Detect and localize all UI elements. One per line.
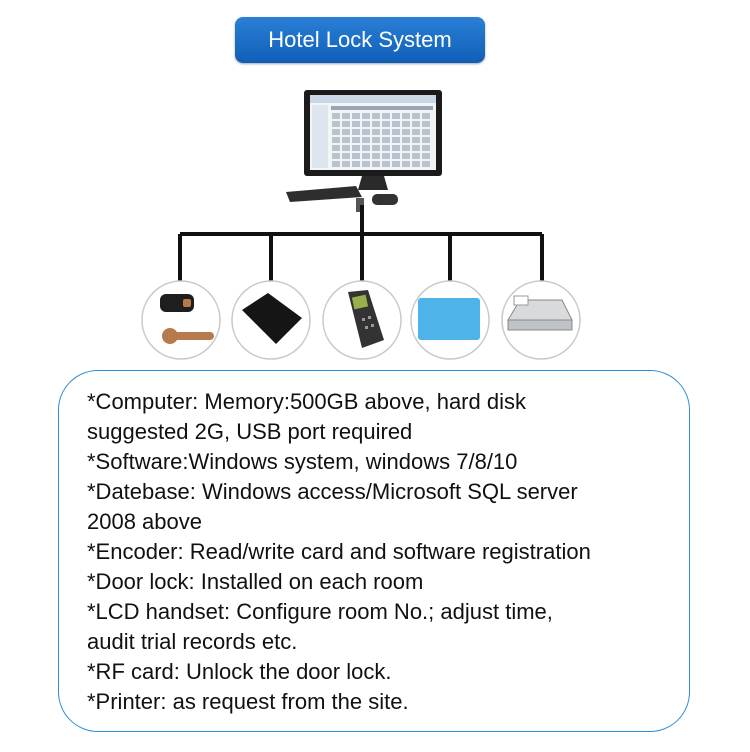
title-badge: Hotel Lock System: [235, 17, 485, 63]
device-lcd-handset: [322, 280, 402, 360]
printer-icon: [507, 295, 573, 331]
device-rf-card: [410, 280, 490, 360]
door-lock-icon: [160, 294, 214, 344]
computer-icon: [286, 90, 442, 212]
info-line: *Door lock: Installed on each room: [87, 569, 424, 594]
info-list: *Computer: Memory:500GB above, hard disk…: [87, 387, 687, 717]
connector-lines: [178, 205, 544, 283]
info-line: suggested 2G, USB port required: [87, 419, 413, 444]
info-line: *Encoder: Read/write card and software r…: [87, 539, 591, 564]
handset-icon: [348, 290, 384, 348]
info-line: *Computer: Memory:500GB above, hard disk: [87, 389, 526, 414]
info-line: *LCD handset: Configure room No.; adjust…: [87, 599, 553, 624]
info-box: [58, 370, 690, 732]
info-line: *Software:Windows system, windows 7/8/10: [87, 449, 518, 474]
encoder-icon: [242, 293, 302, 344]
info-line: audit trial records etc.: [87, 629, 298, 654]
page-title: Hotel Lock System: [268, 27, 452, 52]
system-diagram: [141, 90, 581, 360]
device-door-lock: [141, 280, 221, 360]
rf-card-icon: [418, 298, 480, 340]
info-line: *Printer: as request from the site.: [87, 689, 409, 714]
info-line: *Datebase: Windows access/Microsoft SQL …: [87, 479, 578, 504]
device-encoder: [231, 280, 311, 360]
device-printer: [501, 280, 581, 360]
info-line: *RF card: Unlock the door lock.: [87, 659, 392, 684]
info-line: 2008 above: [87, 509, 202, 534]
